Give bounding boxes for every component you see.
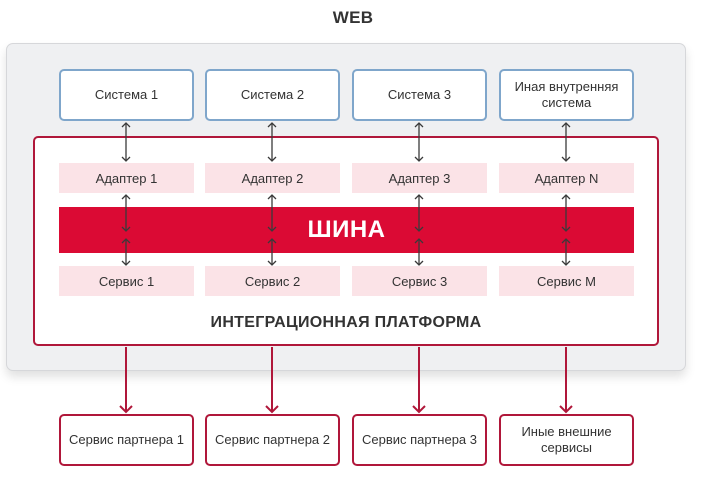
- partner-service-label: Сервис партнера 1: [68, 432, 184, 447]
- partner-service-label: Сервис партнера 2: [214, 432, 330, 447]
- service-label: Сервис 3: [391, 273, 448, 289]
- service-1: Сервис 1: [59, 266, 194, 296]
- service-label: Сервис 2: [244, 273, 301, 289]
- adapter-label: Адаптер 2: [241, 170, 304, 186]
- web-title: WEB: [332, 8, 374, 27]
- adapter-1: Адаптер 1: [59, 163, 194, 193]
- partner-service-label: Иные внешние сервисы: [521, 424, 612, 455]
- adapter-3: Адаптер 3: [352, 163, 487, 193]
- bus-label: ШИНА: [307, 216, 386, 243]
- internal-system-label: Иная внутренняя система: [514, 79, 619, 110]
- internal-system-other: Иная внутренняя система: [499, 69, 634, 121]
- partner-service-3: Сервис партнера 3: [352, 414, 487, 466]
- internal-system-3: Система 3: [352, 69, 487, 121]
- service-m: Сервис M: [499, 266, 634, 296]
- adapter-label: Адаптер N: [534, 170, 599, 186]
- internal-system-label: Система 1: [94, 87, 159, 102]
- internal-system-1: Система 1: [59, 69, 194, 121]
- other-external-services: Иные внешние сервисы: [499, 414, 634, 466]
- service-label: Сервис M: [537, 273, 596, 289]
- adapter-2: Адаптер 2: [205, 163, 340, 193]
- internal-system-label: Система 3: [387, 87, 452, 102]
- partner-service-2: Сервис партнера 2: [205, 414, 340, 466]
- service-label: Сервис 1: [98, 273, 155, 289]
- service-bus: ШИНА: [59, 207, 634, 253]
- service-3: Сервис 3: [352, 266, 487, 296]
- partner-service-1: Сервис партнера 1: [59, 414, 194, 466]
- adapter-n: Адаптер N: [499, 163, 634, 193]
- adapter-label: Адаптер 1: [95, 170, 158, 186]
- platform-title: ИНТЕГРАЦИОННАЯ ПЛАТФОРМА: [210, 314, 482, 331]
- partner-service-label: Сервис партнера 3: [361, 432, 477, 447]
- internal-system-2: Система 2: [205, 69, 340, 121]
- internal-system-label: Система 2: [240, 87, 305, 102]
- adapter-label: Адаптер 3: [388, 170, 451, 186]
- service-2: Сервис 2: [205, 266, 340, 296]
